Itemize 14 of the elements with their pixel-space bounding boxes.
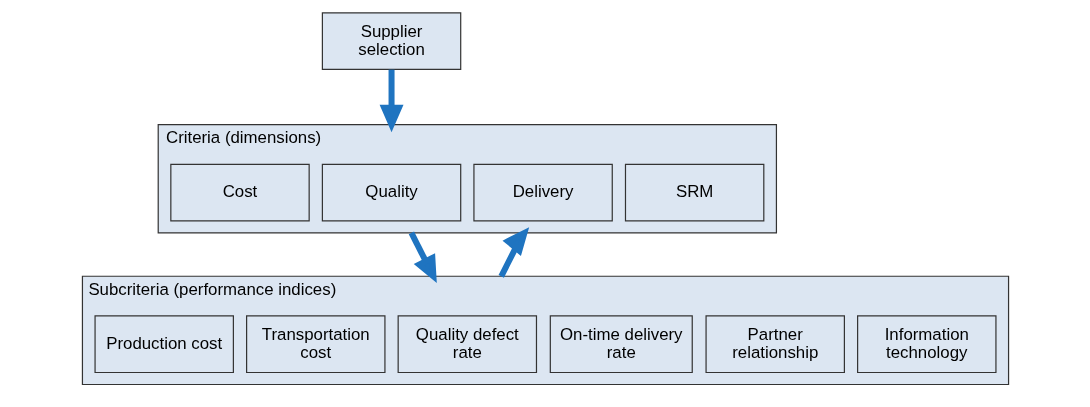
node-box: SRM [624, 163, 764, 222]
node-box: Production cost [93, 315, 234, 374]
node-box: Delivery [472, 163, 613, 222]
node-box: Transportation cost [245, 315, 386, 374]
node-box: Quality [321, 163, 461, 222]
arrow [379, 69, 403, 133]
node-box: Supplier selection [321, 12, 461, 70]
node-box: On-time delivery rate [549, 315, 693, 374]
node-box: Partner relationship [704, 315, 845, 374]
arrow [408, 231, 437, 283]
node-box: Quality defect rate [397, 315, 537, 374]
node-box: Cost [169, 163, 310, 222]
arrow [498, 227, 529, 278]
node-box: Information technology [856, 315, 997, 374]
